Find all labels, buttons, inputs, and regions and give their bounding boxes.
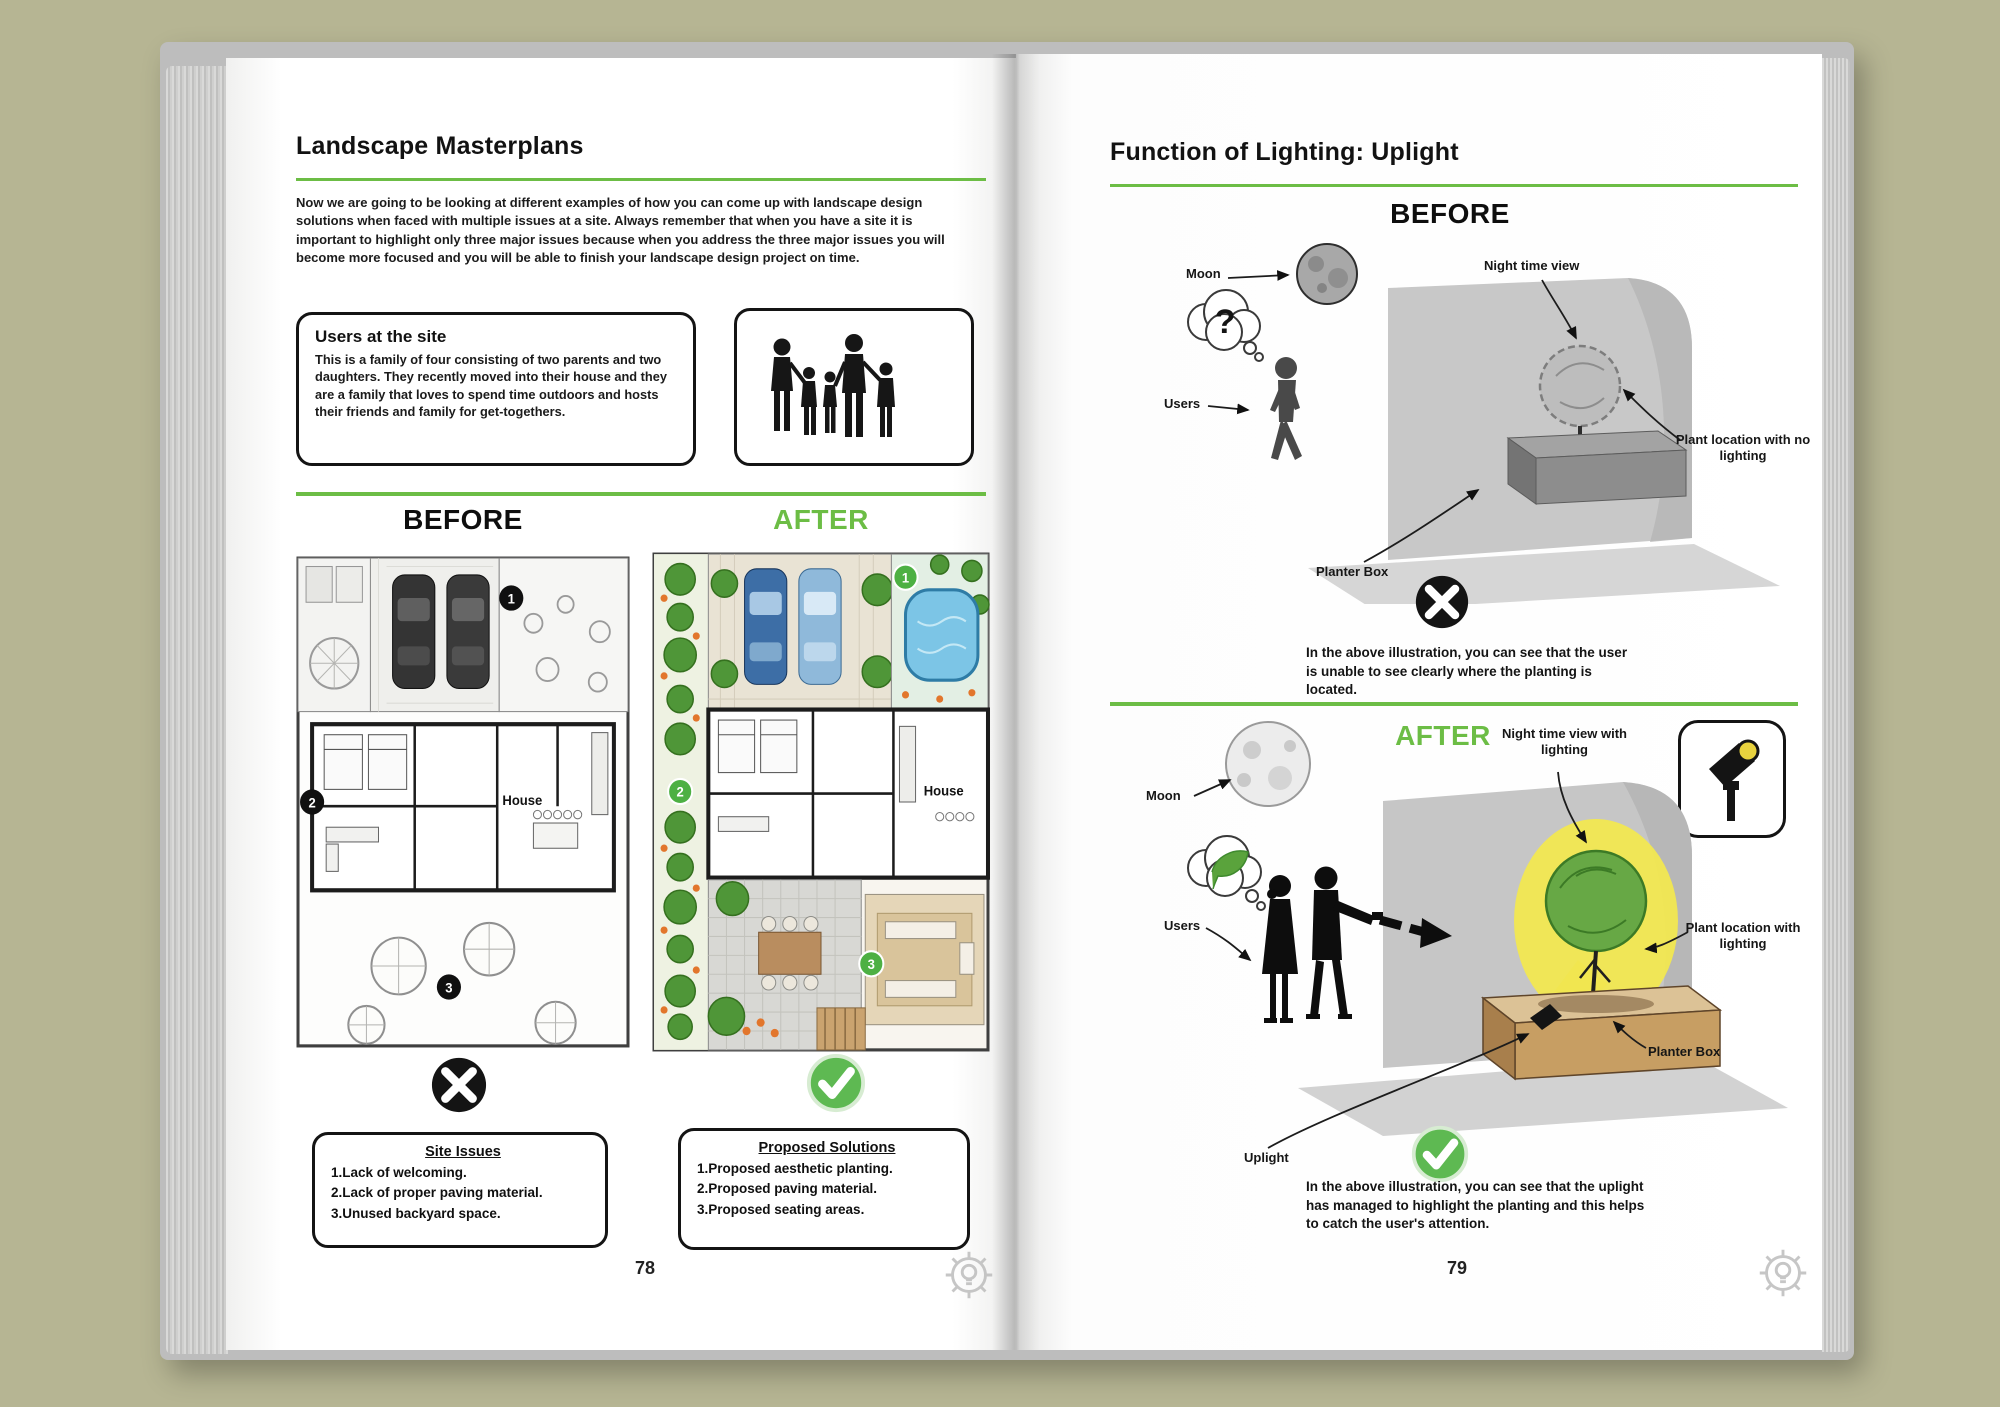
pergola [816,1007,866,1051]
moon-after [1225,721,1311,807]
marker-2-before-label: 2 [308,795,315,810]
label-arrows-before [1207,270,1681,563]
marker-1-before-label: 1 [508,591,516,606]
label-users-after: Users [1164,918,1201,933]
marker-1-after-label: 1 [902,570,910,585]
thought-bubble-before: ? [1187,289,1264,362]
thought-bubble-after [1187,835,1266,911]
floor-after [1298,1056,1788,1136]
marker-3-before [436,974,461,1000]
book-spine-shadow [992,54,1040,1350]
planter-box-after [1480,985,1723,1081]
section-divider-right [1110,702,1798,706]
users-box-title: Users at the site [315,327,447,346]
site-issues-title: Site Issues [425,1144,501,1160]
marker-3-after-label: 3 [868,957,875,972]
section-divider [296,492,986,496]
site-plan-after: 1 2 House 3 [652,552,990,1052]
planter-box-before [1506,430,1688,505]
label-uplight: Uplight [1244,1150,1289,1165]
uplight-after-illustration [1187,721,1788,1149]
label-plant-location-before: Plant location with no lighting [1675,432,1811,464]
title-divider [296,178,986,181]
label-night-view-after: Night time view with lighting [1502,726,1627,758]
family-silhouette-icon [771,334,895,437]
before-heading-right: BEFORE [1390,198,1510,229]
marker-2-before [300,789,325,815]
persons-after [1262,866,1383,1023]
label-planter-box-after: Planter Box [1648,1044,1721,1059]
pool [903,588,980,682]
car-after-1 [744,568,788,685]
uplight-fixture-box [1678,720,1786,838]
proposed-solutions-title: Proposed Solutions [758,1140,896,1156]
page-title-right: Function of Lighting: Uplight [1110,138,1459,166]
proposed-solution-2: 2.Proposed paving material. [697,1181,878,1197]
bold-arrow [1378,915,1452,948]
after-heading-left: AFTER [773,504,869,535]
site-plan-before: 1 House 2 3 [296,556,630,1048]
family-illustration-box [734,308,974,466]
marker-3-before-label: 3 [445,980,452,995]
book-page-edge-right [1822,58,1850,1352]
uplight-fixture [1530,1004,1562,1030]
users-box-body: This is a family of four consisting of t… [315,352,667,420]
car-before-2 [446,574,490,689]
question-mark: ? [1215,303,1236,341]
uplight-before-illustration: ? [1187,243,1780,604]
house-label-before: House [502,793,542,808]
label-users-before: Users [1164,396,1201,411]
house-label-after: House [924,783,964,798]
site-issue-1: 1.Lack of welcoming. [331,1165,467,1180]
person-before [1270,357,1302,460]
label-arrows-after [1193,771,1689,1149]
before-heading-left: BEFORE [403,504,523,535]
publisher-logo-icon [945,1251,993,1299]
page-number-right: 79 [1446,1258,1468,1278]
car-after-2 [798,568,842,685]
publisher-logo-icon-right [1759,1249,1807,1297]
dining-table [758,931,822,975]
after-caption: In the above illustration, you can see t… [1306,1179,1645,1232]
marker-1-before [499,585,524,611]
moon-before [1296,243,1358,305]
car-before-1 [392,574,436,689]
label-planter-box-before: Planter Box [1316,564,1389,579]
proposed-solutions-box: Proposed Solutions 1.Proposed aesthetic … [678,1128,970,1250]
users-at-site-box: Users at the site This is a family of fo… [296,312,696,466]
intro-paragraph: Now we are going to be looking at differ… [296,195,945,266]
leaf-icon [1211,850,1249,890]
marker-2-after [667,777,694,806]
plant-before [1538,344,1622,444]
uplight-fixture-icon [1709,739,1760,821]
page-title: Landscape Masterplans [296,132,584,160]
label-moon-after: Moon [1146,788,1181,803]
check-mark-icon [806,1053,866,1113]
book-page-edge-left [166,66,228,1354]
site-issue-2: 2.Lack of proper paving material. [331,1185,543,1201]
label-night-view-before: Night time view [1484,258,1580,273]
title-divider-right [1110,184,1798,187]
before-caption: In the above illustration, you can see t… [1306,645,1628,698]
marker-2-after-label: 2 [677,784,684,799]
marker-1-after [892,563,919,591]
x-mark-icon [431,1057,487,1113]
proposed-solution-1: 1.Proposed aesthetic planting. [697,1161,893,1176]
site-issues-box: Site Issues 1.Lack of welcoming. 2.Lack … [312,1132,608,1248]
check-mark-icon-right [1411,1125,1469,1183]
tree-after [1544,849,1648,1009]
after-heading-right: AFTER [1395,720,1491,751]
page-number-left: 78 [634,1258,656,1278]
marker-3-after [858,950,885,978]
proposed-solution-3: 3.Proposed seating areas. [697,1201,865,1217]
label-moon-before: Moon [1186,266,1221,281]
label-plant-location-after: Plant location with lighting [1685,920,1801,952]
x-mark-icon-right [1415,575,1469,629]
site-issue-3: 3.Unused backyard space. [331,1205,501,1221]
